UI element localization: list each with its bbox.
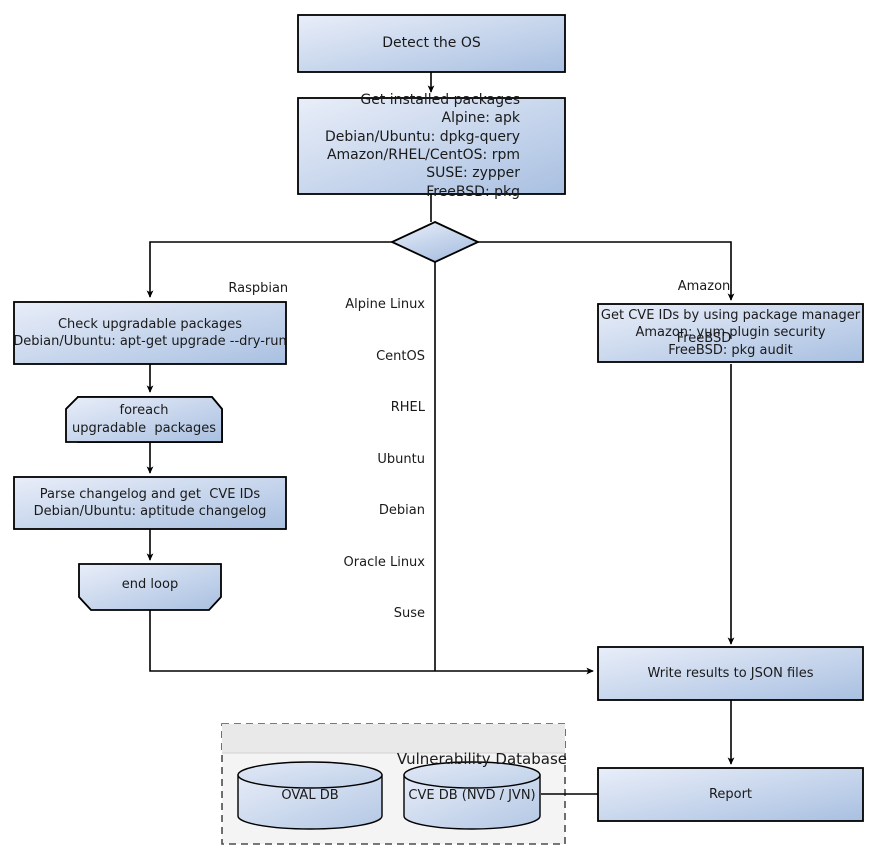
node-oval-db-label: OVAL DB [238, 775, 382, 817]
raspbian-text: Raspbian [228, 281, 289, 297]
node-foreach-loop-shape [77, 396, 223, 443]
os-list-item-5: Debian [378, 503, 425, 519]
node-detect-os-label: Detect the OS [298, 15, 565, 72]
check-upgradable-line-2: Debian/Ubuntu: apt-get upgrade --dry-run [13, 334, 287, 349]
os-list-item-4: Ubuntu [377, 451, 425, 467]
installed-line-3: Debian/Ubuntu: dpkg-query [325, 128, 520, 145]
os-list-item-7: Suse [393, 606, 425, 622]
node-foreach-loop-label: foreach upgradable packages [66, 397, 222, 442]
installed-line-4: Amazon/RHEL/CentOS: rpm [326, 147, 520, 163]
end-loop-text: end loop [121, 577, 179, 593]
node-get-installed-packages-label: Get installed packages Alpine: apk Debia… [298, 92, 565, 200]
edge-label-amazon-freebsd: Amazon FreeBSD [634, 244, 774, 381]
group-vulnerability-database [221, 723, 566, 845]
cve-db-text: CVE DB (NVD / JVN) [408, 788, 536, 804]
foreach-line-2: upgradable packages [71, 420, 217, 436]
check-upgradable-line-1: Check upgradable packages [57, 316, 243, 332]
foreach-line-1: foreach [119, 403, 169, 419]
node-get-installed-packages-shape [297, 97, 566, 195]
amazon-text: Amazon [677, 279, 731, 295]
get-cve-ids-line-2: Amazon: yum plugin security [635, 325, 826, 341]
node-check-upgradable-shape [13, 301, 287, 365]
detect-os-text: Detect the OS [382, 35, 481, 52]
oval-db-text: OVAL DB [281, 788, 339, 804]
node-detect-os-shape [297, 14, 566, 73]
edge-label-middle-os-list: Alpine Linux CentOS RHEL Ubuntu Debian O… [285, 262, 425, 657]
report-text: Report [708, 786, 753, 802]
os-list-item-2: CentOS [376, 348, 425, 364]
node-parse-changelog-label: Parse changelog and get CVE IDs Debian/U… [14, 477, 286, 529]
node-get-cve-ids-label: Get CVE IDs by using package manager Ama… [598, 304, 863, 362]
node-check-upgradable-label: Check upgradable packages Debian/Ubuntu:… [13, 302, 287, 364]
os-list-item-6: Oracle Linux [343, 554, 425, 570]
parse-changelog-line-2: Debian/Ubuntu: aptitude changelog [33, 504, 267, 519]
node-end-loop-shape [78, 563, 222, 611]
node-end-loop-label: end loop [79, 564, 221, 606]
node-foreach-loop-outline [65, 396, 223, 443]
node-report-label: Report [598, 768, 863, 821]
node-oval-db-shape [237, 761, 383, 830]
installed-line-1: Get installed packages [360, 91, 520, 108]
node-report-shape [597, 767, 864, 822]
parse-changelog-line-1: Parse changelog and get CVE IDs [39, 486, 261, 502]
os-list-item-3: RHEL [390, 400, 425, 416]
node-write-results-label: Write results to JSON files [598, 647, 863, 700]
node-get-cve-ids-shape [597, 303, 864, 363]
node-parse-changelog-shape [13, 476, 287, 530]
get-cve-ids-line-1: Get CVE IDs by using package manager [600, 308, 861, 324]
os-list-item-1: Alpine Linux [345, 297, 425, 313]
write-results-text: Write results to JSON files [647, 665, 814, 681]
freebsd-text: FreeBSD [676, 330, 732, 346]
node-os-decision-shape [389, 221, 481, 263]
installed-line-6: FreeBSD: pkg [426, 183, 520, 200]
group-vulnerability-database-title: Vulnerability Database [265, 730, 567, 789]
edge-label-raspbian: Raspbian [155, 263, 345, 314]
node-cve-db-shape [403, 761, 541, 830]
get-cve-ids-line-3: FreeBSD: pkg audit [668, 342, 793, 358]
node-write-results-shape [597, 646, 864, 701]
node-cve-db-label: CVE DB (NVD / JVN) [404, 775, 540, 817]
installed-line-5: SUSE: zypper [426, 165, 520, 182]
vuln-db-title-text: Vulnerability Database [396, 749, 567, 768]
installed-line-2: Alpine: apk [441, 110, 520, 127]
flowchart-connectors [146, 72, 735, 795]
